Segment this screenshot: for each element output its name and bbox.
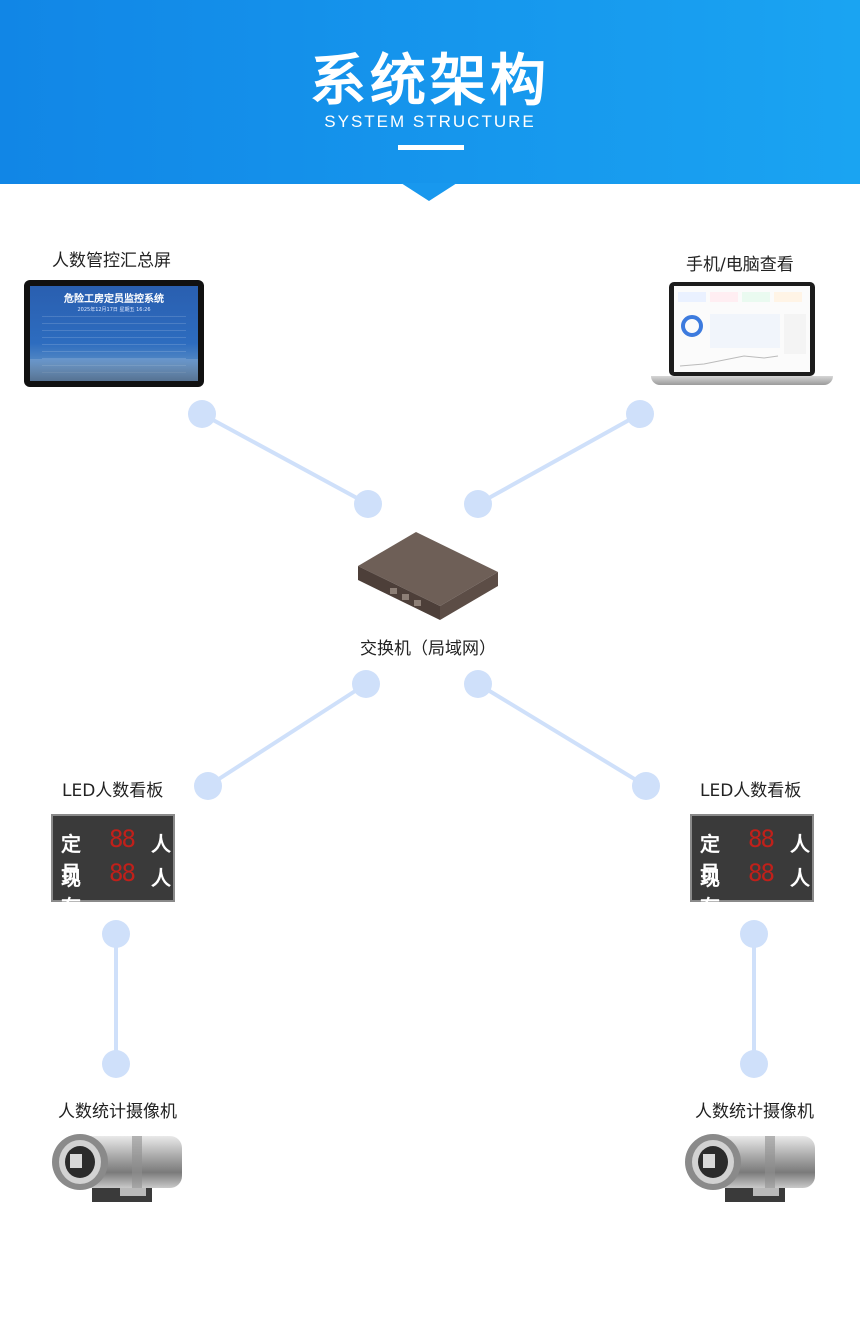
connector-dot [740, 920, 768, 948]
connector-dot [354, 490, 382, 518]
laptop-base [651, 376, 833, 385]
connector-screen-switch [201, 412, 369, 506]
page-subtitle: SYSTEM STRUCTURE [324, 112, 536, 131]
connector-dot [740, 1050, 768, 1078]
led-quota-digits: 88 [109, 825, 136, 853]
camera-right [683, 1130, 823, 1210]
connector-dot [102, 1050, 130, 1078]
led-board-left: 定员 88 人 现有 88 人 [51, 814, 175, 919]
led-board-right: 定员 88 人 现有 88 人 [690, 814, 814, 919]
led-unit: 人 [151, 866, 171, 890]
page-title: 系统架构 [310, 49, 550, 114]
led-quota-label: 定员 [61, 832, 81, 885]
switch-label: 交换机（局域网） [360, 639, 496, 659]
led-current-digits: 88 [748, 859, 775, 887]
connector-dot [352, 670, 380, 698]
connector-switch-led-left [206, 682, 368, 788]
big-screen-title: 危险工房定员监控系统 [64, 294, 164, 305]
led-left-label: LED人数看板 [62, 781, 164, 801]
big-screen-background [30, 359, 198, 381]
connector-dot [194, 772, 222, 800]
connector-dot [464, 670, 492, 698]
title-underline [398, 145, 464, 150]
led-right-label: LED人数看板 [700, 781, 802, 801]
led-quota-digits: 88 [748, 825, 775, 853]
switch-icon [358, 532, 498, 620]
laptop-dashboard [678, 292, 806, 367]
header-notch [401, 183, 457, 201]
camera-left-label: 人数统计摄像机 [58, 1102, 177, 1122]
led-unit: 人 [790, 832, 810, 856]
big-screen-content: 危险工房定员监控系统 2025年12月17日 星期五 16:26 [30, 286, 198, 381]
led-unit: 人 [790, 866, 810, 890]
camera-right-label: 人数统计摄像机 [695, 1102, 814, 1122]
laptop-screen [674, 286, 810, 372]
header-banner [0, 0, 860, 184]
laptop-label: 手机/电脑查看 [686, 255, 794, 275]
led-current-label: 现有 [700, 866, 720, 919]
connector-dot [464, 490, 492, 518]
connector-laptop-switch [477, 412, 641, 506]
camera-icon [685, 1134, 815, 1202]
camera-left [50, 1130, 190, 1210]
connector-dot [188, 400, 216, 428]
led-unit: 人 [151, 832, 171, 856]
big-screen-date: 2025年12月17日 星期五 16:26 [77, 307, 151, 313]
led-quota-label: 定员 [700, 832, 720, 885]
led-current-label: 现有 [61, 866, 81, 919]
switch-device [356, 528, 500, 624]
big-screen-display: 危险工房定员监控系统 2025年12月17日 星期五 16:26 [24, 280, 204, 387]
led-current-digits: 88 [109, 859, 136, 887]
connector-dot [102, 920, 130, 948]
camera-icon [52, 1134, 182, 1202]
connector-switch-led-right [476, 682, 648, 788]
connector-dot [632, 772, 660, 800]
big-screen-label: 人数管控汇总屏 [52, 251, 171, 271]
connector-dot [626, 400, 654, 428]
